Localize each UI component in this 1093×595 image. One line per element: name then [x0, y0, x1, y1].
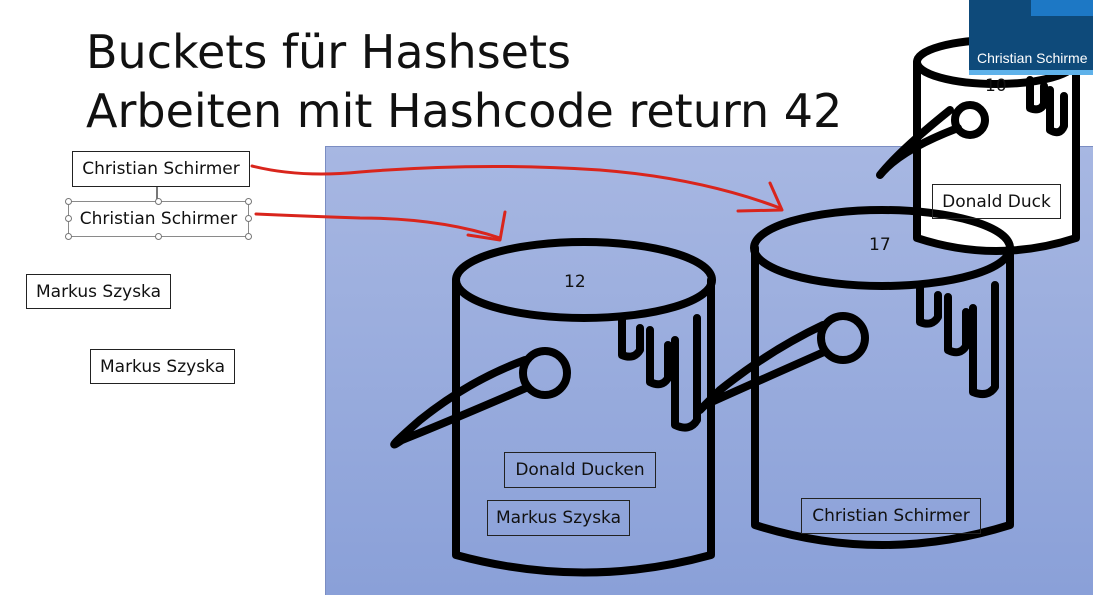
presenter-video-overlay: Christian Schirme: [969, 0, 1093, 75]
slide-title-line-2: Arbeiten mit Hashcode return 42: [86, 84, 843, 138]
presenter-underline: [969, 70, 1093, 75]
resize-handle-nw[interactable]: [65, 198, 72, 205]
arrow-head-17: [736, 181, 784, 213]
label-christian-schirmer-1[interactable]: Christian Schirmer: [72, 151, 250, 187]
label-markus-szyska-2[interactable]: Markus Szyska: [90, 349, 235, 384]
label-christian-schirmer-2[interactable]: Christian Schirmer: [68, 201, 249, 237]
resize-handle-s[interactable]: [155, 233, 162, 240]
presenter-name: Christian Schirme: [977, 50, 1088, 66]
arrow-head-12: [466, 210, 507, 242]
resize-handle-e[interactable]: [245, 215, 252, 222]
bucket-10-number: 10: [985, 76, 1007, 96]
bucket-10-item-1[interactable]: Donald Duck: [932, 184, 1061, 219]
resize-handle-n[interactable]: [155, 198, 162, 205]
bucket-12-number: 12: [564, 272, 586, 292]
bucket-17-number: 17: [869, 235, 891, 255]
label-markus-szyska-1[interactable]: Markus Szyska: [26, 274, 171, 309]
arrow-to-bucket-12: [254, 212, 502, 240]
resize-handle-ne[interactable]: [245, 198, 252, 205]
resize-handle-w[interactable]: [65, 215, 72, 222]
bucket-12-item-2[interactable]: Markus Szyska: [487, 500, 630, 536]
paint-bucket-icon: [390, 238, 716, 577]
annotation-arrows: [250, 164, 784, 242]
resize-handle-se[interactable]: [245, 233, 252, 240]
bucket-17-item-1[interactable]: Christian Schirmer: [801, 498, 981, 534]
resize-handle-sw[interactable]: [65, 233, 72, 240]
arrow-to-bucket-17: [250, 164, 782, 210]
bucket-12-item-1[interactable]: Donald Ducken: [504, 452, 656, 488]
paint-bucket-icon: [696, 206, 1014, 549]
presenter-accent-strip: [1031, 0, 1093, 16]
slide-title-line-1: Buckets für Hashsets: [86, 25, 571, 79]
